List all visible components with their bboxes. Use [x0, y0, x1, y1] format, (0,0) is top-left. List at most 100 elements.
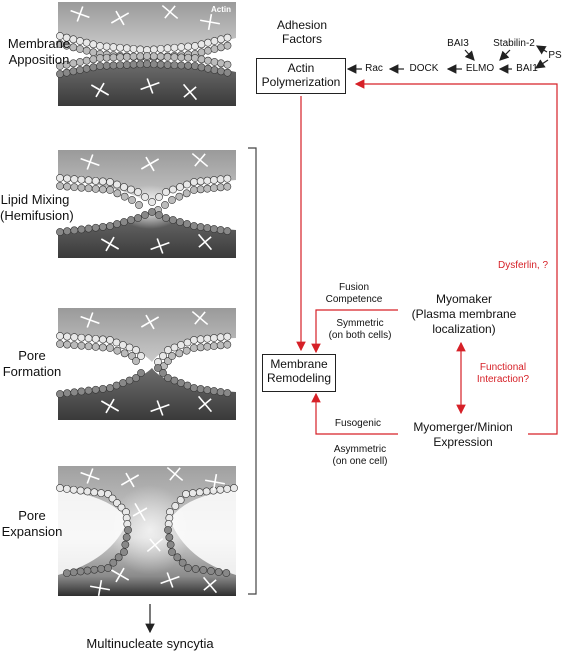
lipid-head — [177, 53, 186, 62]
lipid-head — [136, 45, 145, 54]
myomaker-label: Myomaker (Plasma membrane localization) — [411, 292, 517, 336]
lipid-head — [197, 63, 206, 72]
lipid-head — [216, 333, 225, 342]
lipid-head — [176, 496, 185, 504]
fusion-competence-label: Fusion Competence — [325, 282, 383, 305]
lipid-head — [190, 344, 198, 352]
lipid-head — [223, 227, 232, 235]
lipid-head — [124, 526, 132, 534]
stabilin-label: Stabilin-2 — [493, 38, 535, 49]
lipid-head — [204, 56, 212, 65]
lipid-head — [223, 340, 232, 349]
lipid-head — [122, 60, 131, 69]
lipid-head — [210, 184, 218, 192]
lipid-head — [129, 60, 138, 69]
lipid-head — [216, 183, 225, 192]
lipid-head — [77, 175, 86, 184]
lipid-head — [106, 336, 114, 344]
lipid-head — [132, 357, 140, 365]
lipid-head — [210, 37, 219, 45]
lipid-head — [163, 44, 172, 53]
lipid-head — [56, 390, 64, 398]
lipid-head — [120, 192, 129, 201]
lipid-head — [223, 332, 232, 341]
lipid-head — [84, 334, 93, 343]
lipid-head — [84, 224, 93, 233]
lipid-head — [91, 385, 100, 394]
lipid-head — [177, 379, 185, 387]
lipid-head — [84, 176, 93, 185]
stage-label-pore-formation: Pore Formation — [2, 348, 62, 379]
ps-label: PS — [548, 50, 562, 61]
lipid-head — [84, 184, 93, 193]
stage-label-pore-expansion: Pore Expansion — [1, 508, 63, 539]
lipid-head — [162, 214, 170, 222]
pathway-arrows — [346, 45, 549, 74]
lipid-head — [129, 52, 138, 61]
lipid-head — [141, 193, 149, 201]
lipid-head — [98, 177, 107, 186]
lipid-head — [113, 180, 121, 189]
lipid-head — [217, 35, 225, 44]
lipid-head — [135, 201, 143, 209]
lipid-head — [89, 55, 98, 64]
actin-filament — [110, 567, 130, 583]
lipid-head — [197, 48, 206, 57]
rac-label: Rac — [365, 63, 383, 74]
lipid-head — [62, 68, 71, 77]
lipid-head — [230, 484, 238, 492]
lipid-head — [148, 198, 156, 206]
lipid-head — [106, 222, 114, 230]
lipid-head — [120, 183, 128, 191]
stage-bracket — [248, 147, 257, 595]
lipid-head — [190, 384, 198, 392]
lipid-head — [69, 568, 78, 577]
lipid-head — [175, 192, 184, 201]
lipid-head — [203, 334, 212, 343]
elmo-label: ELMO — [465, 63, 495, 74]
lipid-head — [134, 188, 142, 196]
lipid-head — [210, 66, 219, 74]
lipid-head — [102, 61, 111, 70]
lipid-head — [62, 484, 71, 493]
lipid-head — [122, 52, 131, 61]
lipid-head — [203, 184, 212, 193]
lipid-head — [162, 188, 170, 196]
lipid-head — [155, 193, 163, 201]
lipid-head — [222, 569, 231, 577]
actin-filament — [80, 154, 100, 170]
lipid-head — [116, 43, 125, 52]
lipid-head — [182, 189, 191, 198]
lipid-head — [190, 186, 198, 194]
lipid-head — [190, 336, 198, 344]
lipid-head — [136, 52, 145, 61]
dock-label: DOCK — [409, 63, 439, 74]
lipid-head — [127, 185, 135, 194]
lipid-head — [159, 352, 167, 360]
actin-filament — [197, 233, 213, 251]
lipid-head — [190, 222, 198, 230]
lipid-head — [210, 58, 219, 66]
red-arrows — [296, 79, 558, 435]
lipid-head — [70, 388, 79, 397]
lipid-head — [182, 490, 190, 498]
lipid-head — [182, 346, 191, 355]
lipid-head — [191, 54, 199, 62]
lipid-head — [98, 335, 107, 344]
lipid-head — [56, 484, 64, 492]
lipid-head — [76, 567, 85, 576]
lipid-head — [132, 346, 140, 354]
lipid-head — [63, 227, 72, 236]
lipid-head — [137, 352, 145, 360]
lipid-head — [91, 342, 100, 351]
lipid-head — [70, 333, 79, 342]
lipid-head — [113, 346, 122, 355]
lipid-head — [183, 381, 192, 390]
lipid-head — [164, 526, 172, 534]
lipid-head — [170, 343, 179, 352]
lipid-head — [119, 341, 127, 349]
actin-filament — [90, 82, 110, 98]
lipid-head — [89, 40, 98, 49]
lipid-head — [116, 61, 125, 70]
